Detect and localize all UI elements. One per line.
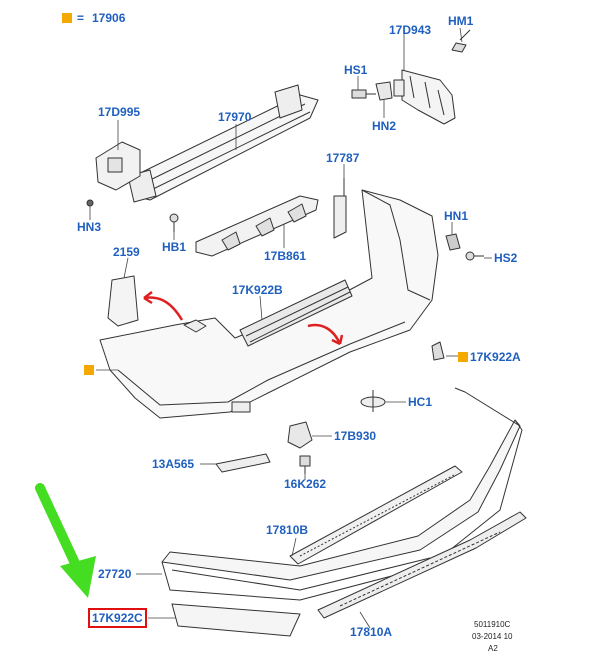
callout-17K922C: 17K922C bbox=[92, 611, 143, 625]
callout-16K262: 16K262 bbox=[284, 477, 327, 491]
trim-13A565 bbox=[215, 453, 271, 473]
clip-HN1 bbox=[445, 233, 461, 251]
callout-17D995: 17D995 bbox=[98, 105, 141, 119]
callout-17787: 17787 bbox=[326, 151, 360, 165]
callout-17D943: 17D943 bbox=[389, 23, 432, 37]
lower-bracket-17810B bbox=[289, 465, 463, 565]
bolt-HS1 bbox=[351, 89, 376, 99]
callout-17B861: 17B861 bbox=[264, 249, 307, 263]
bracket-17D995 bbox=[95, 141, 141, 191]
curved-arrow-left-icon bbox=[143, 296, 184, 321]
callout-17K922B: 17K922B bbox=[232, 283, 283, 297]
callout-17K922A: 17K922A bbox=[470, 350, 521, 364]
nut-HN2 bbox=[375, 81, 393, 101]
legend-part: 17906 bbox=[92, 11, 126, 25]
callout-HM1: HM1 bbox=[448, 14, 474, 28]
callout-17810B: 17810B bbox=[266, 523, 309, 537]
callout-17810A: 17810A bbox=[350, 625, 393, 639]
callout-HS1: HS1 bbox=[344, 63, 368, 77]
leader-lines bbox=[89, 27, 492, 629]
lower-bracket-17810A bbox=[317, 511, 527, 619]
fastener-HB1 bbox=[169, 213, 179, 232]
callout-17B930: 17B930 bbox=[334, 429, 377, 443]
callout-2159: 2159 bbox=[113, 245, 140, 259]
doc-ref-line2: 03-2014 10 bbox=[472, 632, 513, 641]
reflector-2159 bbox=[107, 275, 139, 327]
clip-16K262 bbox=[299, 455, 311, 474]
marker-square-icon bbox=[84, 365, 94, 375]
bumper-cover bbox=[99, 189, 439, 419]
callout-HS2: HS2 bbox=[494, 251, 518, 265]
bracket-17787 bbox=[333, 178, 347, 239]
callout-13A565: 13A565 bbox=[152, 457, 195, 471]
legend-equals: = bbox=[77, 11, 85, 25]
doc-ref-line3: A2 bbox=[488, 644, 498, 653]
callout-HB1: HB1 bbox=[162, 240, 187, 254]
callout-17970: 17970 bbox=[218, 110, 252, 124]
moulding-17K922C bbox=[171, 603, 301, 637]
screw-HS2 bbox=[465, 251, 484, 261]
motion-arrows bbox=[143, 291, 344, 346]
callout-HN1: HN1 bbox=[444, 209, 469, 223]
callout-HN3: HN3 bbox=[77, 220, 102, 234]
bracket-17D943 bbox=[393, 69, 456, 125]
clip-17K922A bbox=[431, 341, 445, 361]
callout-HN2: HN2 bbox=[372, 119, 397, 133]
marker-square-icon bbox=[458, 352, 468, 362]
fastener-HN3 bbox=[86, 199, 94, 207]
bracket-17B930 bbox=[287, 421, 313, 449]
clip-HC1 bbox=[360, 390, 386, 412]
callout-27720: 27720 bbox=[98, 567, 132, 581]
marker-square-icon bbox=[62, 13, 72, 23]
beam-17970 bbox=[127, 84, 319, 203]
curved-arrow-right-icon bbox=[307, 323, 342, 345]
absorber-17B861 bbox=[195, 195, 319, 257]
pointer-arrow-icon bbox=[35, 483, 96, 598]
doc-ref-line1: 5011910C bbox=[474, 620, 511, 629]
valance-27720 bbox=[161, 387, 523, 601]
callout-HC1: HC1 bbox=[408, 395, 433, 409]
highlight-box: 17K922C bbox=[88, 608, 147, 628]
